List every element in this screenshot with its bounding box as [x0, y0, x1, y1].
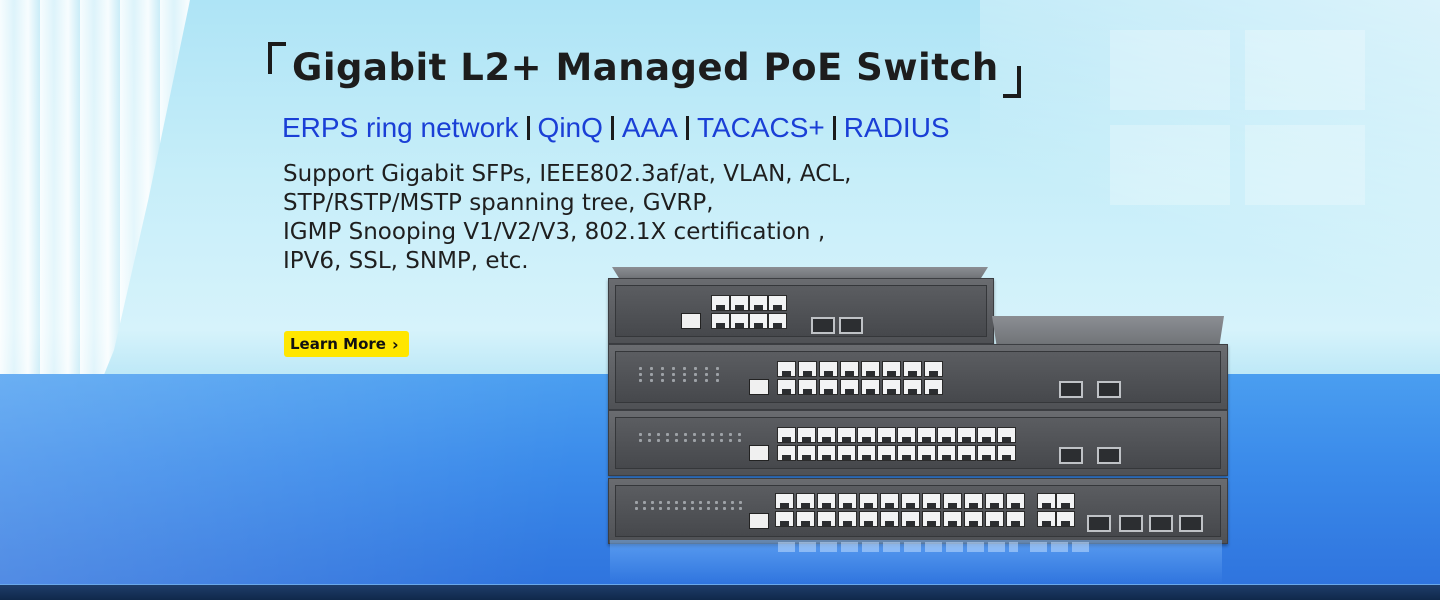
switch-28-port [608, 478, 1228, 544]
sfp-port [1149, 515, 1173, 532]
port-block [777, 361, 943, 395]
combo-port-block [1037, 493, 1075, 527]
switch-lid [612, 267, 988, 279]
sfp-port [1059, 381, 1083, 398]
port-block [711, 295, 787, 329]
tag-separator [832, 116, 836, 140]
window-pane [1245, 125, 1365, 205]
window-pane [1245, 30, 1365, 110]
sfp-port [1087, 515, 1111, 532]
sfp-port [839, 317, 863, 334]
sfp-port [1059, 447, 1083, 464]
tag-radius: RADIUS [843, 112, 950, 143]
sfp-port [811, 317, 835, 334]
console-port [749, 445, 769, 461]
console-port [681, 313, 701, 329]
port-block [775, 493, 1025, 527]
description-line: IGMP Snooping V1/V2/V3, 802.1X certifica… [283, 219, 826, 245]
tag-erps: ERPS ring network [282, 112, 519, 143]
tag-separator [526, 116, 530, 140]
led-panel [635, 501, 742, 510]
console-port [749, 379, 769, 395]
description-line: IPV6, SSL, SNMP, etc. [283, 248, 529, 274]
sfp-port [1097, 447, 1121, 464]
window-pane [1110, 30, 1230, 110]
tag-tacacs: TACACS+ [696, 112, 825, 143]
window-pane [1110, 125, 1230, 205]
tag-separator [610, 116, 614, 140]
title-text: Gigabit L2+ Managed PoE Switch [292, 46, 999, 89]
led-panel [639, 367, 719, 382]
tag-qinq: QinQ [537, 112, 603, 143]
description-line: Support Gigabit SFPs, IEEE802.3af/at, VL… [283, 161, 852, 187]
console-port [749, 513, 769, 529]
switch-face [615, 285, 987, 337]
banner-title: Gigabit L2+ Managed PoE Switch [268, 38, 1021, 98]
chevron-right-icon: › [391, 334, 399, 354]
switch-lid [992, 316, 1224, 346]
feature-tags: ERPS ring network QinQ AAA TACACS+ RADIU… [280, 112, 952, 144]
sfp-port [1097, 381, 1121, 398]
learn-more-button[interactable]: Learn More › [284, 331, 409, 357]
led-panel [639, 433, 741, 442]
product-reflection [610, 540, 1222, 584]
switch-24-port [608, 410, 1228, 476]
open-bracket-icon [268, 42, 286, 74]
close-bracket-icon [1002, 66, 1021, 98]
tag-aaa: AAA [621, 112, 678, 143]
feature-description: Support Gigabit SFPs, IEEE802.3af/at, VL… [283, 160, 923, 276]
sfp-port [1119, 515, 1143, 532]
bottom-edge [0, 584, 1440, 600]
sfp-port [1179, 515, 1203, 532]
description-line: STP/RSTP/MSTP spanning tree, GVRP, [283, 190, 714, 216]
switch-8-port [608, 278, 994, 344]
port-block [777, 427, 1016, 461]
switch-16-port [608, 344, 1228, 410]
tag-separator [685, 116, 689, 140]
learn-more-label: Learn More [290, 335, 386, 353]
